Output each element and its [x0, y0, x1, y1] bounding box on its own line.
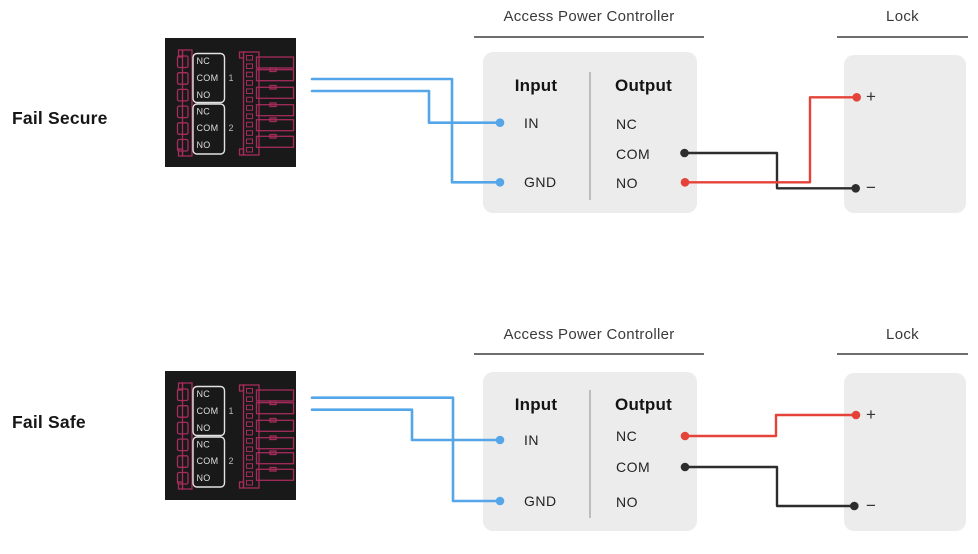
wire-fsafe-relay-to-gnd — [310, 396, 502, 503]
lock-title: Lock — [886, 8, 919, 25]
pin-header-strip — [242, 51, 260, 156]
relay-group-2-number: 2 — [229, 123, 234, 133]
svg-text:COM: COM — [197, 73, 219, 83]
svg-text:COM: COM — [197, 456, 219, 466]
lock-title-underline — [837, 36, 968, 38]
relay-block-pink-hardware — [176, 49, 295, 157]
output-row-nc: NC — [616, 428, 638, 444]
relay-contact-bars — [255, 389, 295, 481]
relay-pin-labels: NC COM NO NC COM NO 1 2 — [197, 389, 234, 483]
lock-title-underline — [837, 353, 968, 355]
pin-header-strip — [242, 384, 260, 489]
input-row-gnd: GND — [524, 174, 557, 190]
wire-fs-no-to-plus — [683, 96, 858, 184]
svg-text:NO: NO — [197, 423, 211, 433]
output-row-no: NO — [616, 494, 638, 510]
lock-terminal-plus: + — [866, 405, 876, 424]
relay-group-2-number: 2 — [229, 456, 234, 466]
output-heading: Output — [615, 76, 672, 95]
svg-text:NO: NO — [197, 473, 211, 483]
input-output-divider — [589, 390, 591, 518]
svg-text:NO: NO — [197, 140, 211, 150]
lock-terminal-plus: + — [866, 87, 876, 106]
wire-fsafe-nc-to-plus — [683, 413, 858, 438]
wire-fsafe-relay-to-in — [310, 408, 502, 442]
relay-group-1-number: 1 — [229, 73, 234, 83]
input-heading: Input — [514, 395, 558, 414]
output-row-com: COM — [616, 146, 651, 162]
screw-terminals — [176, 388, 189, 485]
relay-label-frames — [192, 385, 226, 488]
relay-pin-labels: NC COM NO NC COM NO 1 2 — [197, 56, 234, 150]
input-row-in: IN — [524, 432, 539, 448]
screw-terminals — [176, 55, 189, 152]
lock-terminal-minus: − — [866, 178, 876, 197]
svg-text:NC: NC — [197, 107, 211, 117]
wire-fs-relay-to-gnd — [310, 77, 502, 184]
svg-text:COM: COM — [197, 406, 219, 416]
controller-title: Access Power Controller — [503, 8, 675, 25]
relay-group-1-number: 1 — [229, 406, 234, 416]
input-output-divider — [589, 72, 591, 200]
pin-contacts — [246, 55, 253, 153]
input-row-in: IN — [524, 115, 539, 131]
pin-contacts — [246, 388, 253, 486]
output-row-nc: NC — [616, 116, 638, 132]
output-heading: Output — [615, 395, 672, 414]
svg-text:COM: COM — [197, 123, 219, 133]
left-terminal-strip — [181, 49, 193, 157]
input-row-gnd: GND — [524, 493, 557, 509]
lock-box — [844, 373, 966, 531]
controller-title-underline — [474, 36, 704, 38]
svg-text:NO: NO — [197, 90, 211, 100]
left-terminal-strip — [181, 382, 193, 490]
svg-text:NC: NC — [197, 389, 211, 399]
output-row-com: COM — [616, 459, 651, 475]
relay-terminal-block-image: NC COM NO NC COM NO 1 2 — [165, 371, 296, 500]
lock-terminal-minus: − — [866, 496, 876, 515]
wire-fsafe-com-to-minus — [683, 465, 856, 508]
relay-contact-bars — [255, 56, 295, 148]
svg-text:NC: NC — [197, 56, 211, 66]
diagram-label: Fail Secure — [12, 108, 108, 128]
svg-text:NC: NC — [197, 440, 211, 450]
controller-title: Access Power Controller — [503, 326, 675, 343]
wire-fs-relay-to-in — [310, 89, 502, 124]
lock-box — [844, 55, 966, 213]
diagram-label: Fail Safe — [12, 412, 86, 432]
relay-label-frames — [192, 52, 226, 155]
relay-block-pink-hardware — [176, 382, 295, 490]
lock-title: Lock — [886, 326, 919, 343]
output-row-no: NO — [616, 175, 638, 191]
input-heading: Input — [514, 76, 558, 95]
wire-fs-com-to-minus — [683, 151, 857, 190]
relay-terminal-block-image: NC COM NO NC COM NO 1 2 — [165, 38, 296, 167]
controller-title-underline — [474, 353, 704, 355]
